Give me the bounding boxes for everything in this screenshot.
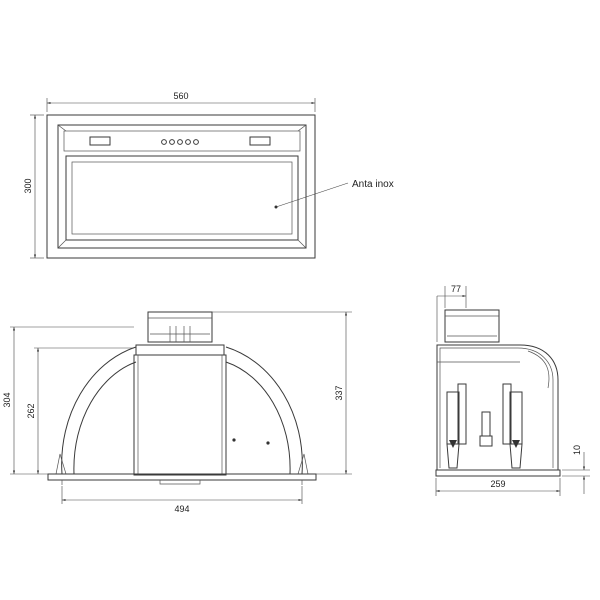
base-plate — [47, 473, 317, 481]
base-label: 10 — [572, 445, 582, 455]
front-right-display — [249, 136, 271, 146]
control-button — [169, 139, 175, 145]
clamp-left-arm — [457, 383, 467, 445]
clamp-left-marker — [449, 440, 457, 448]
shell-left-outer — [61, 346, 137, 475]
clamp-right-marker — [512, 440, 520, 448]
screw — [232, 438, 236, 442]
control-button — [185, 139, 191, 145]
bevel-line — [297, 239, 307, 249]
shell-left-inner — [73, 361, 137, 475]
shell-edge — [527, 350, 550, 389]
motor-box — [133, 354, 227, 476]
outer-frame — [46, 114, 316, 259]
clamp-right — [509, 391, 523, 445]
base-plate — [435, 469, 561, 477]
inox-panel — [65, 155, 299, 241]
height-label: 300 — [23, 178, 33, 193]
duct-collar — [444, 309, 500, 343]
callout-dot — [274, 205, 278, 209]
center-post — [481, 411, 491, 437]
center-post-base — [479, 435, 493, 447]
front-left-display — [89, 136, 111, 146]
control-button — [177, 139, 183, 145]
width-label: 494 — [174, 504, 189, 514]
shell-right-outer — [225, 346, 303, 475]
depth-label: 259 — [490, 479, 505, 489]
height-outer-label: 304 — [2, 392, 12, 407]
clamp-right-arm — [502, 383, 512, 445]
control-buttons — [161, 139, 199, 145]
motor-top — [135, 344, 225, 356]
bevel-line — [297, 124, 307, 132]
inner-frame — [57, 124, 307, 249]
clamp-right — [297, 453, 309, 475]
clamp-left — [446, 391, 460, 445]
profile-view: 77 259 10 — [435, 284, 590, 496]
bevel-line — [57, 239, 67, 249]
side-view: 494 304 262 337 — [2, 311, 352, 514]
duct-label: 77 — [451, 284, 461, 294]
inox-panel-inner — [71, 161, 293, 235]
bevel-line — [57, 124, 67, 132]
body-inner-outline — [439, 347, 554, 468]
height-inner-label: 262 — [26, 403, 36, 418]
filter-grip — [159, 480, 201, 485]
duct-collar — [147, 311, 213, 343]
control-button — [161, 139, 167, 145]
clamp-left — [55, 453, 67, 475]
callout-leader — [275, 182, 349, 208]
body-outline — [436, 344, 559, 470]
control-strip — [63, 130, 301, 152]
screw — [266, 441, 270, 445]
width-label: 560 — [173, 91, 188, 101]
callout-label: Anta inox — [352, 179, 394, 190]
duct-flap — [169, 326, 191, 342]
shell-right-inner — [225, 361, 291, 475]
height-total-label: 337 — [334, 385, 344, 400]
front-view: Anta inox 560 300 — [23, 91, 394, 259]
control-button — [193, 139, 199, 145]
